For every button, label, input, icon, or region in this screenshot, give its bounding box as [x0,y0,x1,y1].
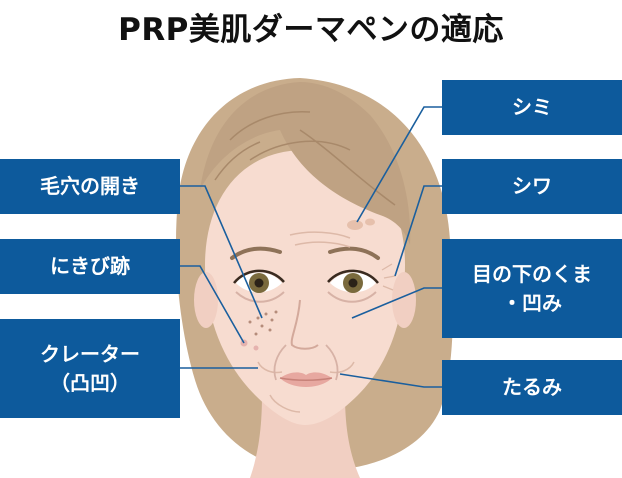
line-sagging [339,373,442,388]
label-sagging: たるみ [442,360,622,415]
mouth [280,372,332,387]
label-pores-text: 毛穴の開き [40,174,140,198]
label-acne-text: にきび跡 [50,254,130,278]
label-crater-text: クレーター （凸凹） [40,341,140,395]
forehead-spot [347,220,363,230]
label-pores: 毛穴の開き [0,159,180,214]
crows-feet [381,263,396,291]
label-spots: シミ [442,80,622,135]
nose [290,299,319,350]
line-pores [180,185,263,319]
right-ear [392,272,416,328]
pore-dots [248,310,278,336]
hair-strand-lines [214,111,396,206]
left-under-eye [235,291,285,303]
line-acne [180,265,245,344]
label-sagging-text: たるみ [502,375,562,399]
label-wrinkles-text: シワ [512,174,552,198]
label-spots-text: シミ [512,95,552,119]
page-title: PRP美肌ダーマペンの適応 [118,12,504,48]
line-dark-circles [351,287,442,319]
label-crater: クレーター （凸凹） [0,319,180,418]
label-dark-circles: 目の下のくま ・凹み [442,239,622,338]
label-dark-circles-text: 目の下のくま ・凹み [472,261,592,315]
right-under-eye [327,291,377,303]
right-eyebrow [328,246,380,260]
label-acne: にきび跡 [0,239,180,294]
line-wrinkles [394,185,442,277]
line-spots [356,106,442,223]
face-skin [205,150,405,425]
nasolabial-folds [273,344,339,381]
label-wrinkles: シワ [442,159,622,214]
forehead-wrinkles [289,231,351,248]
cheek-creases [257,361,355,413]
